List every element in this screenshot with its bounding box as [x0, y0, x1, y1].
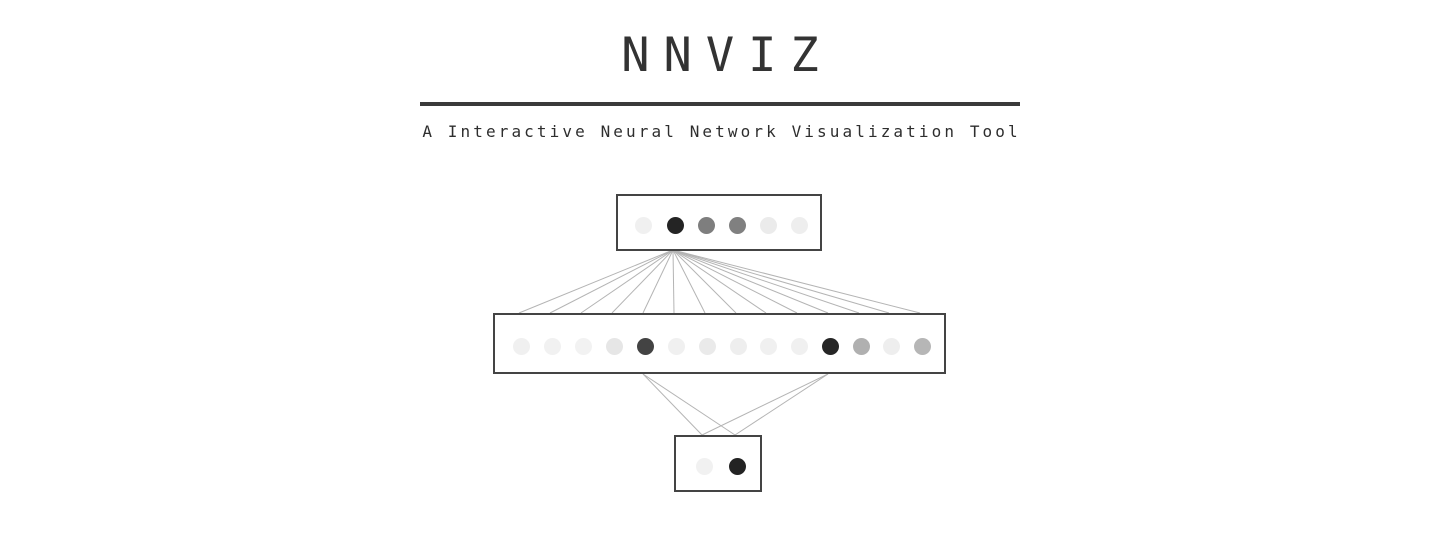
neuron[interactable]: [666, 216, 684, 234]
connection-edge: [642, 249, 674, 314]
connection-edge: [672, 249, 767, 314]
neuron[interactable]: [852, 337, 870, 355]
layer-box-output-layer[interactable]: [674, 435, 762, 492]
connection-edge: [580, 249, 674, 314]
connection-edge: [642, 373, 736, 436]
neuron[interactable]: [728, 457, 746, 475]
neuron[interactable]: [543, 337, 561, 355]
neuron[interactable]: [605, 337, 623, 355]
connection-edge: [642, 373, 703, 436]
neuron[interactable]: [821, 337, 839, 355]
connection-edge: [672, 249, 798, 314]
connection-edge: [611, 249, 674, 314]
neuron[interactable]: [728, 216, 746, 234]
connection-edge: [672, 249, 675, 314]
neuron[interactable]: [790, 216, 808, 234]
connection-edge: [672, 249, 737, 314]
neuron[interactable]: [634, 216, 652, 234]
neuron[interactable]: [695, 457, 713, 475]
neuron[interactable]: [636, 337, 654, 355]
neuron[interactable]: [667, 337, 685, 355]
connection-edge: [672, 249, 921, 314]
connection-edge: [701, 373, 829, 436]
neuron[interactable]: [698, 337, 716, 355]
layer-box-input-layer[interactable]: [616, 194, 822, 251]
connection-edge: [672, 249, 860, 314]
title-divider: [420, 102, 1020, 106]
page-title: NNVIZ: [621, 28, 833, 83]
connection-edge: [549, 249, 674, 314]
neuron[interactable]: [790, 337, 808, 355]
page-subtitle: A Interactive Neural Network Visualizati…: [422, 122, 1021, 141]
layer-box-hidden-layer[interactable]: [493, 313, 946, 374]
connection-edge: [672, 249, 890, 314]
connection-edge: [734, 373, 829, 436]
connection-edge: [518, 249, 674, 314]
connection-edge: [672, 249, 829, 314]
neuron[interactable]: [759, 337, 777, 355]
connection-edge: [672, 249, 706, 314]
neuron[interactable]: [882, 337, 900, 355]
neuron[interactable]: [913, 337, 931, 355]
page-header: NNVIZ A Interactive Neural Network Visua…: [0, 0, 1440, 142]
neuron[interactable]: [574, 337, 592, 355]
neuron[interactable]: [729, 337, 747, 355]
neuron[interactable]: [759, 216, 777, 234]
neuron[interactable]: [512, 337, 530, 355]
neuron[interactable]: [697, 216, 715, 234]
